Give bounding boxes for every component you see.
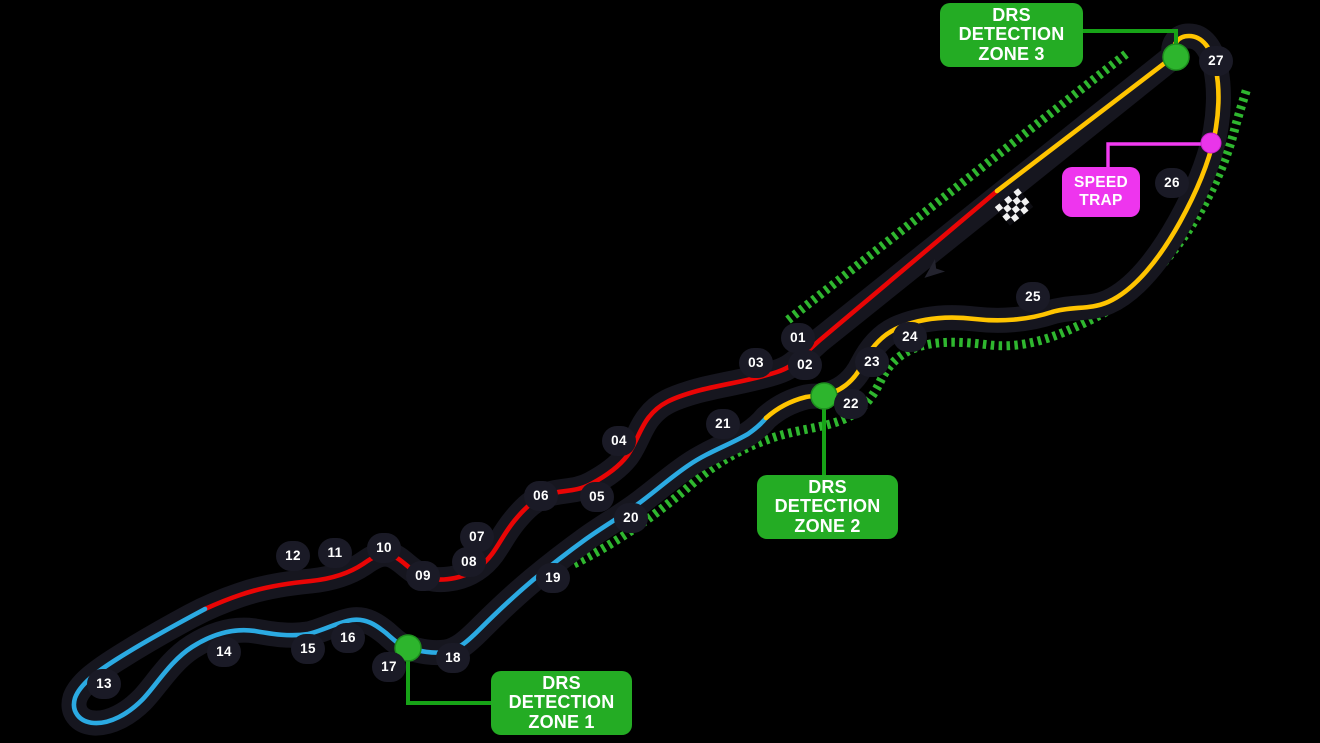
label-line: DETECTION: [774, 496, 881, 517]
turn-badge-04: 04: [602, 426, 636, 456]
turn-badge-18: 18: [436, 643, 470, 673]
turn-badge-16: 16: [331, 623, 365, 653]
label-line: SPEED: [1073, 173, 1129, 191]
drs-detection-zone-3-label: DRS DETECTION ZONE 3: [940, 3, 1083, 67]
label-line: ZONE 3: [978, 43, 1045, 64]
direction-arrow-icon: [924, 259, 946, 278]
turn-badge-20: 20: [614, 503, 648, 533]
turn-badge-17: 17: [372, 652, 406, 682]
turn-badge-10: 10: [367, 533, 401, 563]
turn-badge-02: 02: [788, 350, 822, 380]
label-line: DRS: [542, 672, 581, 693]
label-line: DRS: [992, 4, 1031, 25]
turn-badge-23: 23: [855, 347, 889, 377]
turn-badge-06: 06: [524, 481, 558, 511]
speed-trap-connector: [1106, 142, 1211, 168]
label-line: TRAP: [1079, 192, 1123, 209]
turn-badge-08: 08: [452, 547, 486, 577]
turn-badge-25: 25: [1016, 282, 1050, 312]
label-line: DRS: [808, 476, 847, 497]
label-line: ZONE 1: [528, 711, 595, 732]
speed-trap-label: SPEED TRAP: [1062, 167, 1140, 217]
turn-badge-24: 24: [893, 322, 927, 352]
sector-3-line: [763, 33, 1221, 421]
drs-detection-point-3: [1162, 43, 1190, 71]
drs-zone-band-back-section: [572, 86, 1252, 569]
turn-badge-13: 13: [87, 669, 121, 699]
speed-trap-point: [1200, 132, 1222, 154]
turn-badge-09: 09: [406, 561, 440, 591]
drs-detection-point-1: [394, 634, 422, 662]
turn-badge-19: 19: [536, 563, 570, 593]
label-line: DETECTION: [508, 692, 615, 713]
label-line: ZONE 2: [794, 515, 861, 536]
turn-badge-26: 26: [1155, 168, 1189, 198]
label-line: DETECTION: [958, 24, 1065, 45]
drs-detection-zone-1-label: DRS DETECTION ZONE 1: [491, 671, 632, 735]
turn-badge-01: 01: [781, 323, 815, 353]
drs-zone-1-connector: [406, 648, 491, 705]
drs-detection-zone-2-label: DRS DETECTION ZONE 2: [757, 475, 898, 539]
turn-badge-14: 14: [207, 637, 241, 667]
checkered-flag-icon: [994, 188, 1034, 226]
track-outline: [61, 23, 1231, 736]
turn-badge-11: 11: [318, 538, 352, 568]
sector-1-line: [202, 188, 1000, 612]
turn-badge-05: 05: [580, 482, 614, 512]
turn-badge-22: 22: [834, 389, 868, 419]
turn-badge-15: 15: [291, 634, 325, 664]
turn-badge-27: 27: [1199, 46, 1233, 76]
drs-zone-band-main-straight: [785, 50, 1129, 324]
turn-badge-21: 21: [706, 409, 740, 439]
turn-badge-12: 12: [276, 541, 310, 571]
turn-badge-03: 03: [739, 348, 773, 378]
